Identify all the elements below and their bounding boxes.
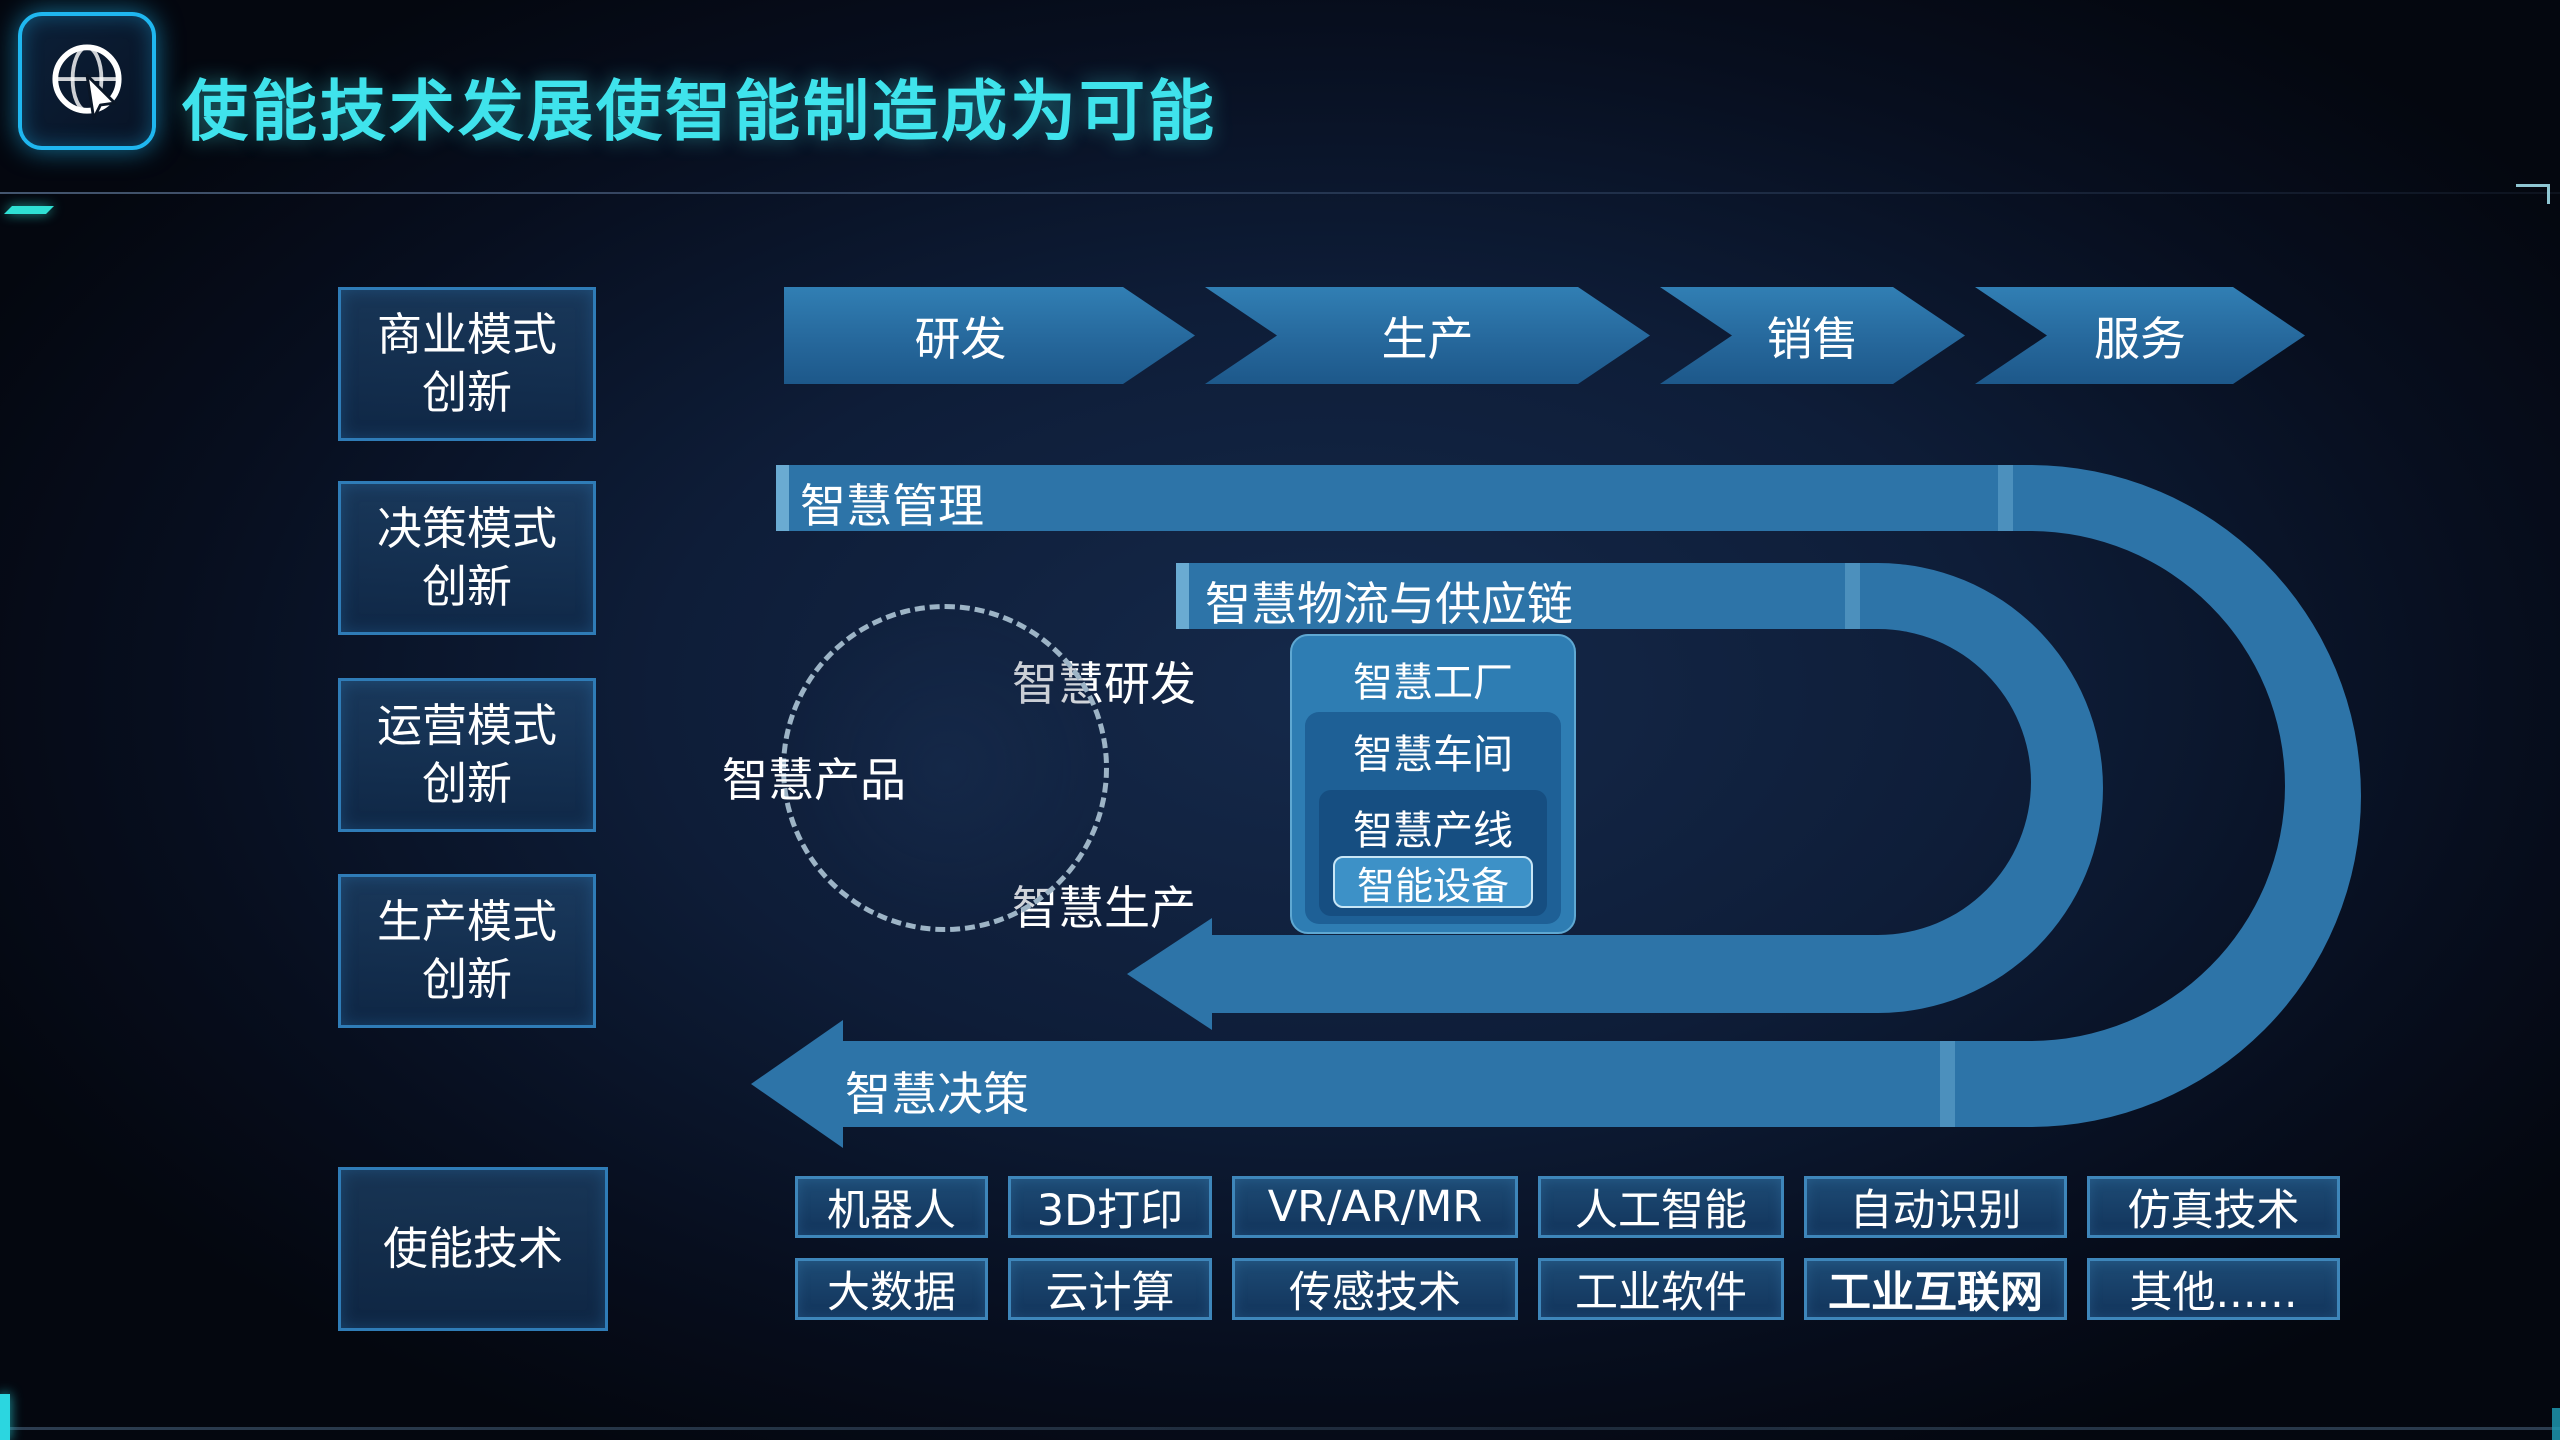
bottom-right-accent-icon (2552, 1408, 2560, 1440)
tech-item-sensing: 传感技术 (1232, 1258, 1518, 1320)
header-divider (0, 192, 2560, 194)
box-label-line: 生产模式 (376, 894, 557, 948)
tech-item-3dprint: 3D打印 (1008, 1176, 1212, 1238)
smart-decision-label: 智慧决策 (845, 1067, 1029, 1121)
box-label-line: 创新 (421, 953, 512, 1006)
bottom-divider (0, 1427, 2560, 1430)
process-step-label: 服务 (2094, 311, 2186, 366)
box-label-line: 创新 (421, 366, 512, 419)
process-step-production: 生产 (1205, 287, 1650, 384)
box-label-line: 创新 (421, 560, 512, 613)
tech-item-ai: 人工智能 (1538, 1176, 1784, 1238)
box-label-line: 运营模式 (376, 698, 557, 752)
smart-device-label: 智能设备 (1356, 863, 1509, 908)
process-step-rnd: 研发 (784, 287, 1195, 384)
tech-item-industrial-internet: 工业互联网 (1804, 1258, 2067, 1320)
decision-model-box: 决策模式 创新 (338, 481, 596, 635)
smart-line-label: 智慧产线 (1353, 808, 1513, 854)
tech-item-autoid: 自动识别 (1804, 1176, 2067, 1238)
tech-item-vrarmr: VR/AR/MR (1232, 1176, 1518, 1238)
tech-item-indsoftware: 工业软件 (1538, 1258, 1784, 1320)
tech-item-others: 其他...... (2087, 1258, 2340, 1320)
globe-cursor-icon (52, 44, 122, 120)
process-step-label: 销售 (1766, 311, 1859, 366)
business-model-box: 商业模式 创新 (338, 287, 596, 441)
smart-product-label: 智慧产品 (722, 753, 906, 807)
operation-model-box: 运营模式 创新 (338, 678, 596, 832)
smart-management-label: 智慧管理 (800, 479, 984, 533)
smart-device-box: 智能设备 (1333, 856, 1533, 908)
tech-item-cloud: 云计算 (1008, 1258, 1212, 1320)
process-step-service: 服务 (1975, 287, 2305, 384)
smart-workshop-label: 智慧车间 (1353, 732, 1513, 778)
enabling-tech-box: 使能技术 (338, 1167, 608, 1331)
process-step-sales: 销售 (1660, 287, 1965, 384)
box-label-line: 创新 (421, 757, 512, 810)
process-step-label: 研发 (914, 311, 1007, 366)
tech-item-robot: 机器人 (795, 1176, 988, 1238)
tech-item-simulation: 仿真技术 (2087, 1176, 2340, 1238)
tech-item-bigdata: 大数据 (795, 1258, 988, 1320)
process-step-label: 生产 (1381, 311, 1474, 366)
box-label-line: 商业模式 (376, 307, 557, 361)
production-model-box: 生产模式 创新 (338, 874, 596, 1028)
bottom-left-accent-icon (0, 1394, 10, 1440)
outer-loop-arrowhead (751, 1020, 843, 1148)
page-title: 使能技术发展使智能制造成为可能 (182, 73, 1217, 150)
box-label-line: 使能技术 (382, 1221, 563, 1275)
logo-icon (18, 12, 156, 150)
top-right-bracket-icon (2516, 184, 2550, 204)
smart-logistics-label: 智慧物流与供应链 (1205, 577, 1573, 631)
box-label-line: 决策模式 (376, 501, 557, 555)
header-corner-accent-icon (4, 206, 54, 214)
smart-product-circle (781, 604, 1109, 932)
smart-factory-label: 智慧工厂 (1353, 660, 1513, 706)
tech-grid: 机器人 3D打印 VR/AR/MR 人工智能 自动识别 仿真技术 大数据 云计算… (795, 1176, 2340, 1320)
